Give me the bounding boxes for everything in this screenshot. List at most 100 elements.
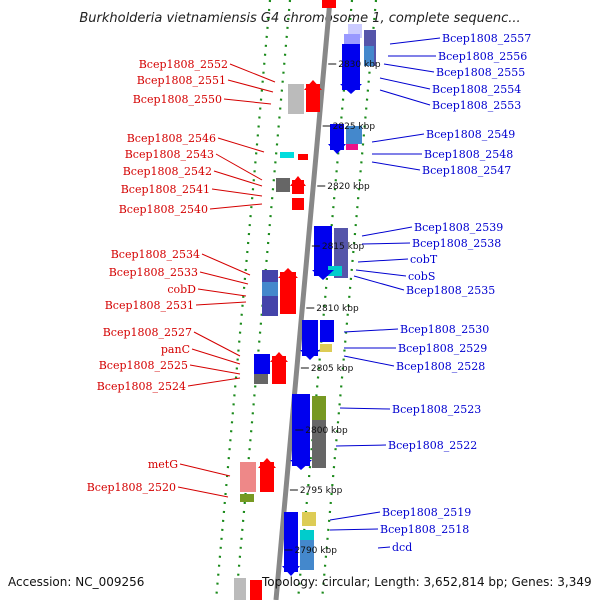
- gene-forward-olive: [240, 494, 254, 502]
- right-gene-label: Bcep1808_2539: [414, 221, 503, 234]
- left-label-leader: [191, 348, 241, 365]
- left-label-leader: [213, 170, 263, 187]
- left-gene-label: cobD: [167, 283, 196, 296]
- right-gene-label: Bcep1808_2557: [442, 32, 531, 45]
- gene-reverse-grey: [312, 420, 326, 468]
- left-label-leader: [189, 364, 241, 375]
- left-gene-label: Bcep1808_2552: [139, 58, 228, 71]
- right-gene-label: Bcep1808_2530: [400, 323, 489, 336]
- gene-arrowhead-down: [340, 84, 362, 94]
- right-gene-label: Bcep1808_2549: [426, 128, 515, 141]
- kbp-tick-label: 2800 kbp: [305, 426, 348, 436]
- left-gene-label: Bcep1808_2533: [109, 266, 198, 279]
- right-gene-label: Bcep1808_2528: [396, 360, 485, 373]
- left-label-leader: [197, 288, 247, 297]
- right-label-leader: [371, 161, 421, 171]
- gene-reverse-cyan: [300, 530, 314, 540]
- right-label-leader: [343, 355, 395, 367]
- right-label-leader: [379, 77, 431, 90]
- track-guide-outer-left: [234, 0, 292, 600]
- right-label-leader: [371, 133, 425, 143]
- gene-reverse: [302, 320, 318, 356]
- right-gene-label: Bcep1808_2538: [412, 237, 501, 250]
- left-label-leader: [215, 153, 263, 181]
- gene-reverse: [330, 124, 344, 150]
- gene-forward-grey: [254, 374, 268, 384]
- left-label-leader: [195, 301, 247, 306]
- track-guide-inner-left: [214, 0, 272, 600]
- right-label-leader: [357, 258, 409, 263]
- map-title: Burkholderia vietnamiensis G4 chromosome…: [79, 11, 520, 26]
- gene-reverse: [342, 44, 360, 90]
- left-gene-label: Bcep1808_2534: [111, 248, 200, 261]
- right-gene-label: Bcep1808_2522: [388, 439, 477, 452]
- gene-forward-blue: [254, 354, 270, 374]
- left-gene-label: Bcep1808_2531: [105, 299, 194, 312]
- gene-forward-blue: [262, 282, 278, 296]
- right-label-leader: [353, 275, 405, 291]
- gene-arrowhead-up: [258, 458, 276, 468]
- gene-reverse: [284, 512, 298, 572]
- backbone-line: [273, 0, 333, 600]
- right-label-leader: [329, 528, 379, 531]
- gene-arrowhead-up: [278, 268, 298, 278]
- left-gene-label: panC: [161, 343, 190, 356]
- right-gene-label: Bcep1808_2519: [382, 506, 471, 519]
- left-label-leader: [199, 271, 249, 285]
- gene-reverse: [344, 34, 360, 44]
- kbp-tick-label: 2820 kbp: [327, 182, 370, 192]
- gene-reverse-yellow: [302, 512, 316, 526]
- kbp-tick-label: 2790 kbp: [295, 546, 338, 556]
- gene-forward: [306, 84, 320, 112]
- left-gene-labels: Bcep1808_2552Bcep1808_2551Bcep1808_2550B…: [87, 58, 276, 498]
- right-label-leader: [361, 226, 413, 237]
- right-label-leader: [361, 242, 411, 245]
- right-gene-label: cobS: [408, 270, 435, 283]
- gene-reverse: [314, 226, 332, 276]
- kbp-tick-label: 2795 kbp: [300, 486, 343, 496]
- right-gene-label: Bcep1808_2554: [432, 83, 521, 96]
- gene-reverse-alt: [364, 46, 374, 66]
- gene-forward: [298, 154, 308, 160]
- gene-arrowhead-down: [282, 566, 300, 576]
- accession-text: Accession: NC_009256: [8, 575, 144, 589]
- left-gene-label: Bcep1808_2541: [121, 183, 210, 196]
- right-label-leader: [389, 37, 441, 45]
- left-gene-label: Bcep1808_2542: [123, 165, 212, 178]
- gene-reverse-yellow: [320, 344, 332, 352]
- kbp-tick-label: 2815 kbp: [322, 242, 365, 252]
- right-label-leader: [377, 546, 391, 549]
- left-label-leader: [177, 486, 229, 498]
- kbp-tick-label: 2830 kbp: [338, 60, 381, 70]
- right-label-leader: [343, 328, 399, 333]
- right-gene-label: Bcep1808_2548: [424, 148, 513, 161]
- kbp-tick-label: 2825 kbp: [333, 122, 376, 132]
- gene-forward-grey: [276, 178, 290, 192]
- left-gene-label: Bcep1808_2524: [97, 380, 186, 393]
- gene-features: [234, 0, 376, 600]
- gene-arrowhead-down: [328, 144, 346, 154]
- gene-reverse-alt: [334, 228, 348, 278]
- left-gene-label: metG: [148, 458, 178, 471]
- kbp-tick-label: 2810 kbp: [316, 304, 359, 314]
- right-gene-label: dcd: [392, 541, 412, 554]
- right-label-leader: [379, 89, 431, 106]
- gene-reverse-cyan: [328, 266, 342, 276]
- right-gene-label: Bcep1808_2518: [380, 523, 469, 536]
- track-guide-inner-right: [296, 0, 354, 600]
- right-label-leader: [383, 63, 435, 73]
- kbp-tick-label: 2805 kbp: [311, 364, 354, 374]
- right-gene-label: Bcep1808_2523: [392, 403, 481, 416]
- gene-arrowhead-down: [290, 460, 312, 470]
- right-gene-label: Bcep1808_2547: [422, 164, 511, 177]
- gene-forward: [260, 462, 274, 492]
- right-gene-label: cobT: [410, 253, 438, 266]
- left-label-leader: [227, 79, 274, 93]
- gene-arrowhead-down: [300, 350, 320, 360]
- gene-reverse-blue: [300, 540, 314, 570]
- gene-forward-grey: [288, 84, 304, 114]
- left-gene-label: Bcep1808_2525: [99, 359, 188, 372]
- track-guide-outer-right: [320, 0, 378, 600]
- right-label-leader: [335, 444, 387, 447]
